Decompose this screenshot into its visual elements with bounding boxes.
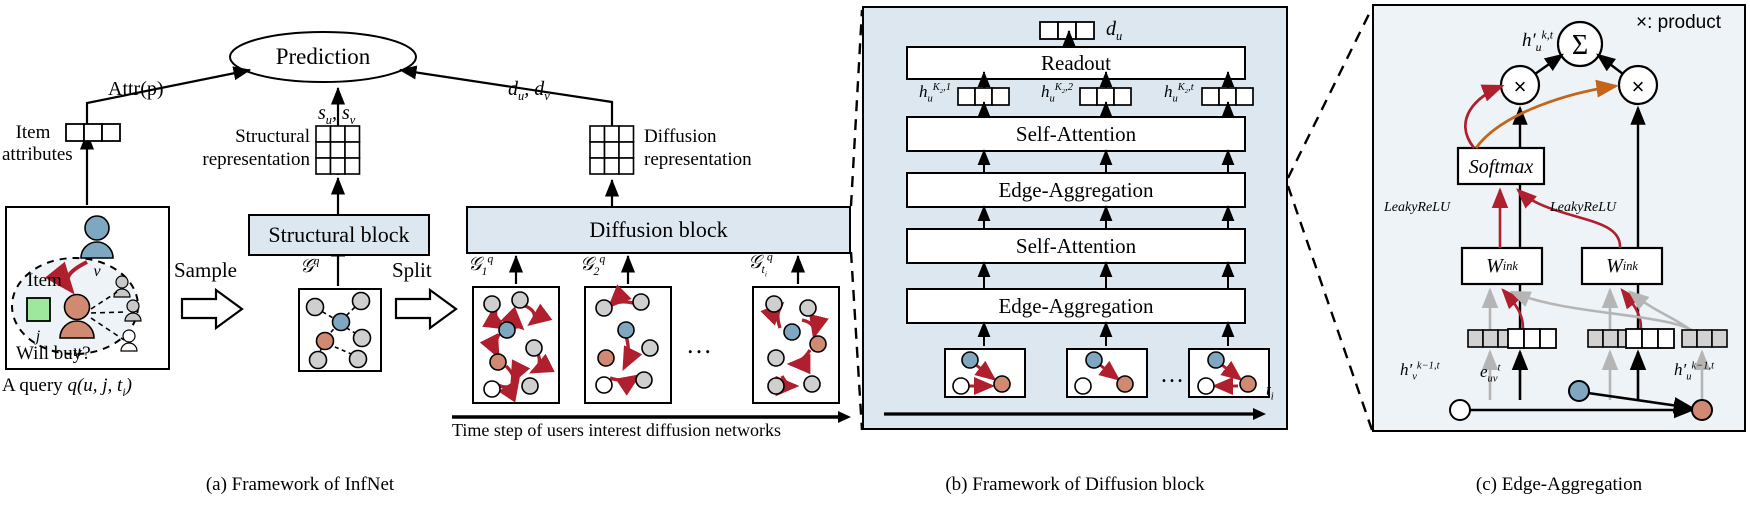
hidden-label-2: huK2,2 bbox=[1041, 82, 1073, 105]
sample-block-arrow[interactable] bbox=[180, 287, 246, 331]
input-graph-ellipsis: … bbox=[1160, 362, 1187, 388]
svg-text:×: × bbox=[1632, 74, 1645, 99]
input-graph-graphic-1 bbox=[952, 351, 1011, 395]
item-attributes-label-line1: Item bbox=[15, 122, 51, 143]
structural-representation-matrix bbox=[315, 125, 361, 175]
sample-label: Sample bbox=[174, 258, 237, 282]
prediction-node-shape bbox=[229, 31, 417, 83]
panel-c: ×: product Σ × bbox=[1372, 0, 1750, 495]
diffusion-block[interactable]: Diffusion block bbox=[466, 206, 851, 254]
caption-a: (a) Framework of InfNet bbox=[205, 474, 395, 495]
structural-edge-label: su, sv bbox=[318, 102, 356, 127]
timestep-graph-graphic-3 bbox=[760, 295, 829, 397]
diffusion-representation-matrix bbox=[589, 125, 635, 175]
structural-representation-label: Structural representation bbox=[168, 126, 310, 172]
time-axis-label: ti bbox=[1266, 380, 1274, 403]
hidden-vector-2 bbox=[1079, 87, 1132, 106]
timestep-ellipsis: … bbox=[686, 330, 715, 359]
timeline-label: Time step of users interest diffusion ne… bbox=[452, 420, 781, 440]
item-attributes-label-line2: attributes bbox=[2, 143, 73, 165]
product-legend: ×: product bbox=[1636, 12, 1722, 33]
input-graph-graphic-2 bbox=[1074, 351, 1134, 395]
input-label-hu: h′uk−1,t bbox=[1674, 360, 1715, 383]
svg-text:v: v bbox=[93, 263, 101, 280]
diffusion-repr-line2: representation bbox=[644, 148, 752, 170]
panel-c-graph: Σ × × Softmax bbox=[1449, 20, 1728, 421]
sum-output-label: h′uk,t bbox=[1522, 28, 1553, 54]
structural-repr-line2: representation bbox=[202, 148, 310, 170]
query-caption: A query q(u, j, ti) bbox=[2, 375, 132, 399]
panel-b-arrows bbox=[884, 29, 1266, 420]
timestep-graph-label-3: 𝒢tiq bbox=[748, 250, 773, 279]
svg-text:Softmax: Softmax bbox=[1469, 156, 1534, 178]
caption-c: (c) Edge-Aggregation bbox=[1475, 474, 1643, 495]
self-attention-layer-1[interactable]: Self-Attention bbox=[906, 116, 1246, 152]
edge-aggregation-layer-1[interactable]: Edge-Aggregation bbox=[906, 172, 1246, 208]
timestep-graph-label-2: 𝒢2q bbox=[580, 252, 606, 278]
split-block-arrow[interactable] bbox=[394, 287, 460, 331]
timestep-graph-graphic-1 bbox=[479, 291, 555, 403]
svg-text:Σ: Σ bbox=[1572, 30, 1588, 61]
split-label: Split bbox=[392, 258, 432, 282]
du-output-label: du bbox=[1106, 18, 1123, 43]
hidden-label-3: huK2,t bbox=[1164, 82, 1194, 105]
panel-b: du Readout huK2,1 huK2,2 huK2,t Self-Att… bbox=[862, 0, 1302, 495]
timestep-graph-graphic-2 bbox=[595, 284, 659, 396]
zoom-connector-b-c bbox=[1286, 7, 1374, 431]
timestep-arrows bbox=[452, 254, 851, 423]
edge-aggregation-layer-2[interactable]: Edge-Aggregation bbox=[906, 288, 1246, 324]
query-item-label: Item bbox=[27, 270, 62, 291]
item-attributes-label: Item attributes bbox=[2, 122, 73, 166]
attr-edge-label: Attr(p) bbox=[108, 78, 164, 100]
svg-text:j: j bbox=[34, 328, 41, 345]
panel-c-background bbox=[1372, 4, 1746, 432]
input-graph-graphic-3 bbox=[1197, 351, 1257, 395]
diffusion-edge-label: du, dv bbox=[508, 78, 550, 103]
zoom-connector-a-b bbox=[849, 9, 864, 431]
prediction-node-label: Prediction bbox=[275, 44, 371, 69]
panel-a: Prediction Attr(p) su, sv du, bbox=[0, 0, 860, 495]
leakyrelu-label-1: LeakyReLU bbox=[1384, 200, 1451, 215]
structural-block[interactable]: Structural block bbox=[248, 214, 430, 256]
diffusion-repr-line1: Diffusion bbox=[644, 126, 717, 147]
self-attention-layer-2[interactable]: Self-Attention bbox=[906, 228, 1246, 264]
query-question-label: Will buy? bbox=[16, 343, 91, 364]
caption-b: (b) Framework of Diffusion block bbox=[945, 474, 1205, 495]
svg-text:×: × bbox=[1514, 74, 1527, 99]
query-box-graphic: v u j bbox=[11, 215, 142, 360]
structural-repr-line1: Structural bbox=[235, 126, 310, 147]
sampled-graph-label: 𝒢q bbox=[300, 254, 320, 277]
input-label-euv: euvt bbox=[1480, 362, 1501, 385]
leakyrelu-label-2: LeakyReLU bbox=[1550, 200, 1617, 215]
timestep-graph-label-1: 𝒢1q bbox=[468, 252, 494, 278]
hidden-vector-1 bbox=[957, 87, 1010, 106]
hidden-label-1: huK2,1 bbox=[919, 82, 951, 105]
input-label-hv: h′vk−1,t bbox=[1400, 360, 1440, 383]
item-attributes-vector bbox=[65, 123, 121, 142]
sampled-graph-graphic bbox=[305, 291, 372, 370]
diffusion-representation-label: Diffusion representation bbox=[644, 126, 794, 172]
svg-text:u: u bbox=[73, 343, 81, 360]
